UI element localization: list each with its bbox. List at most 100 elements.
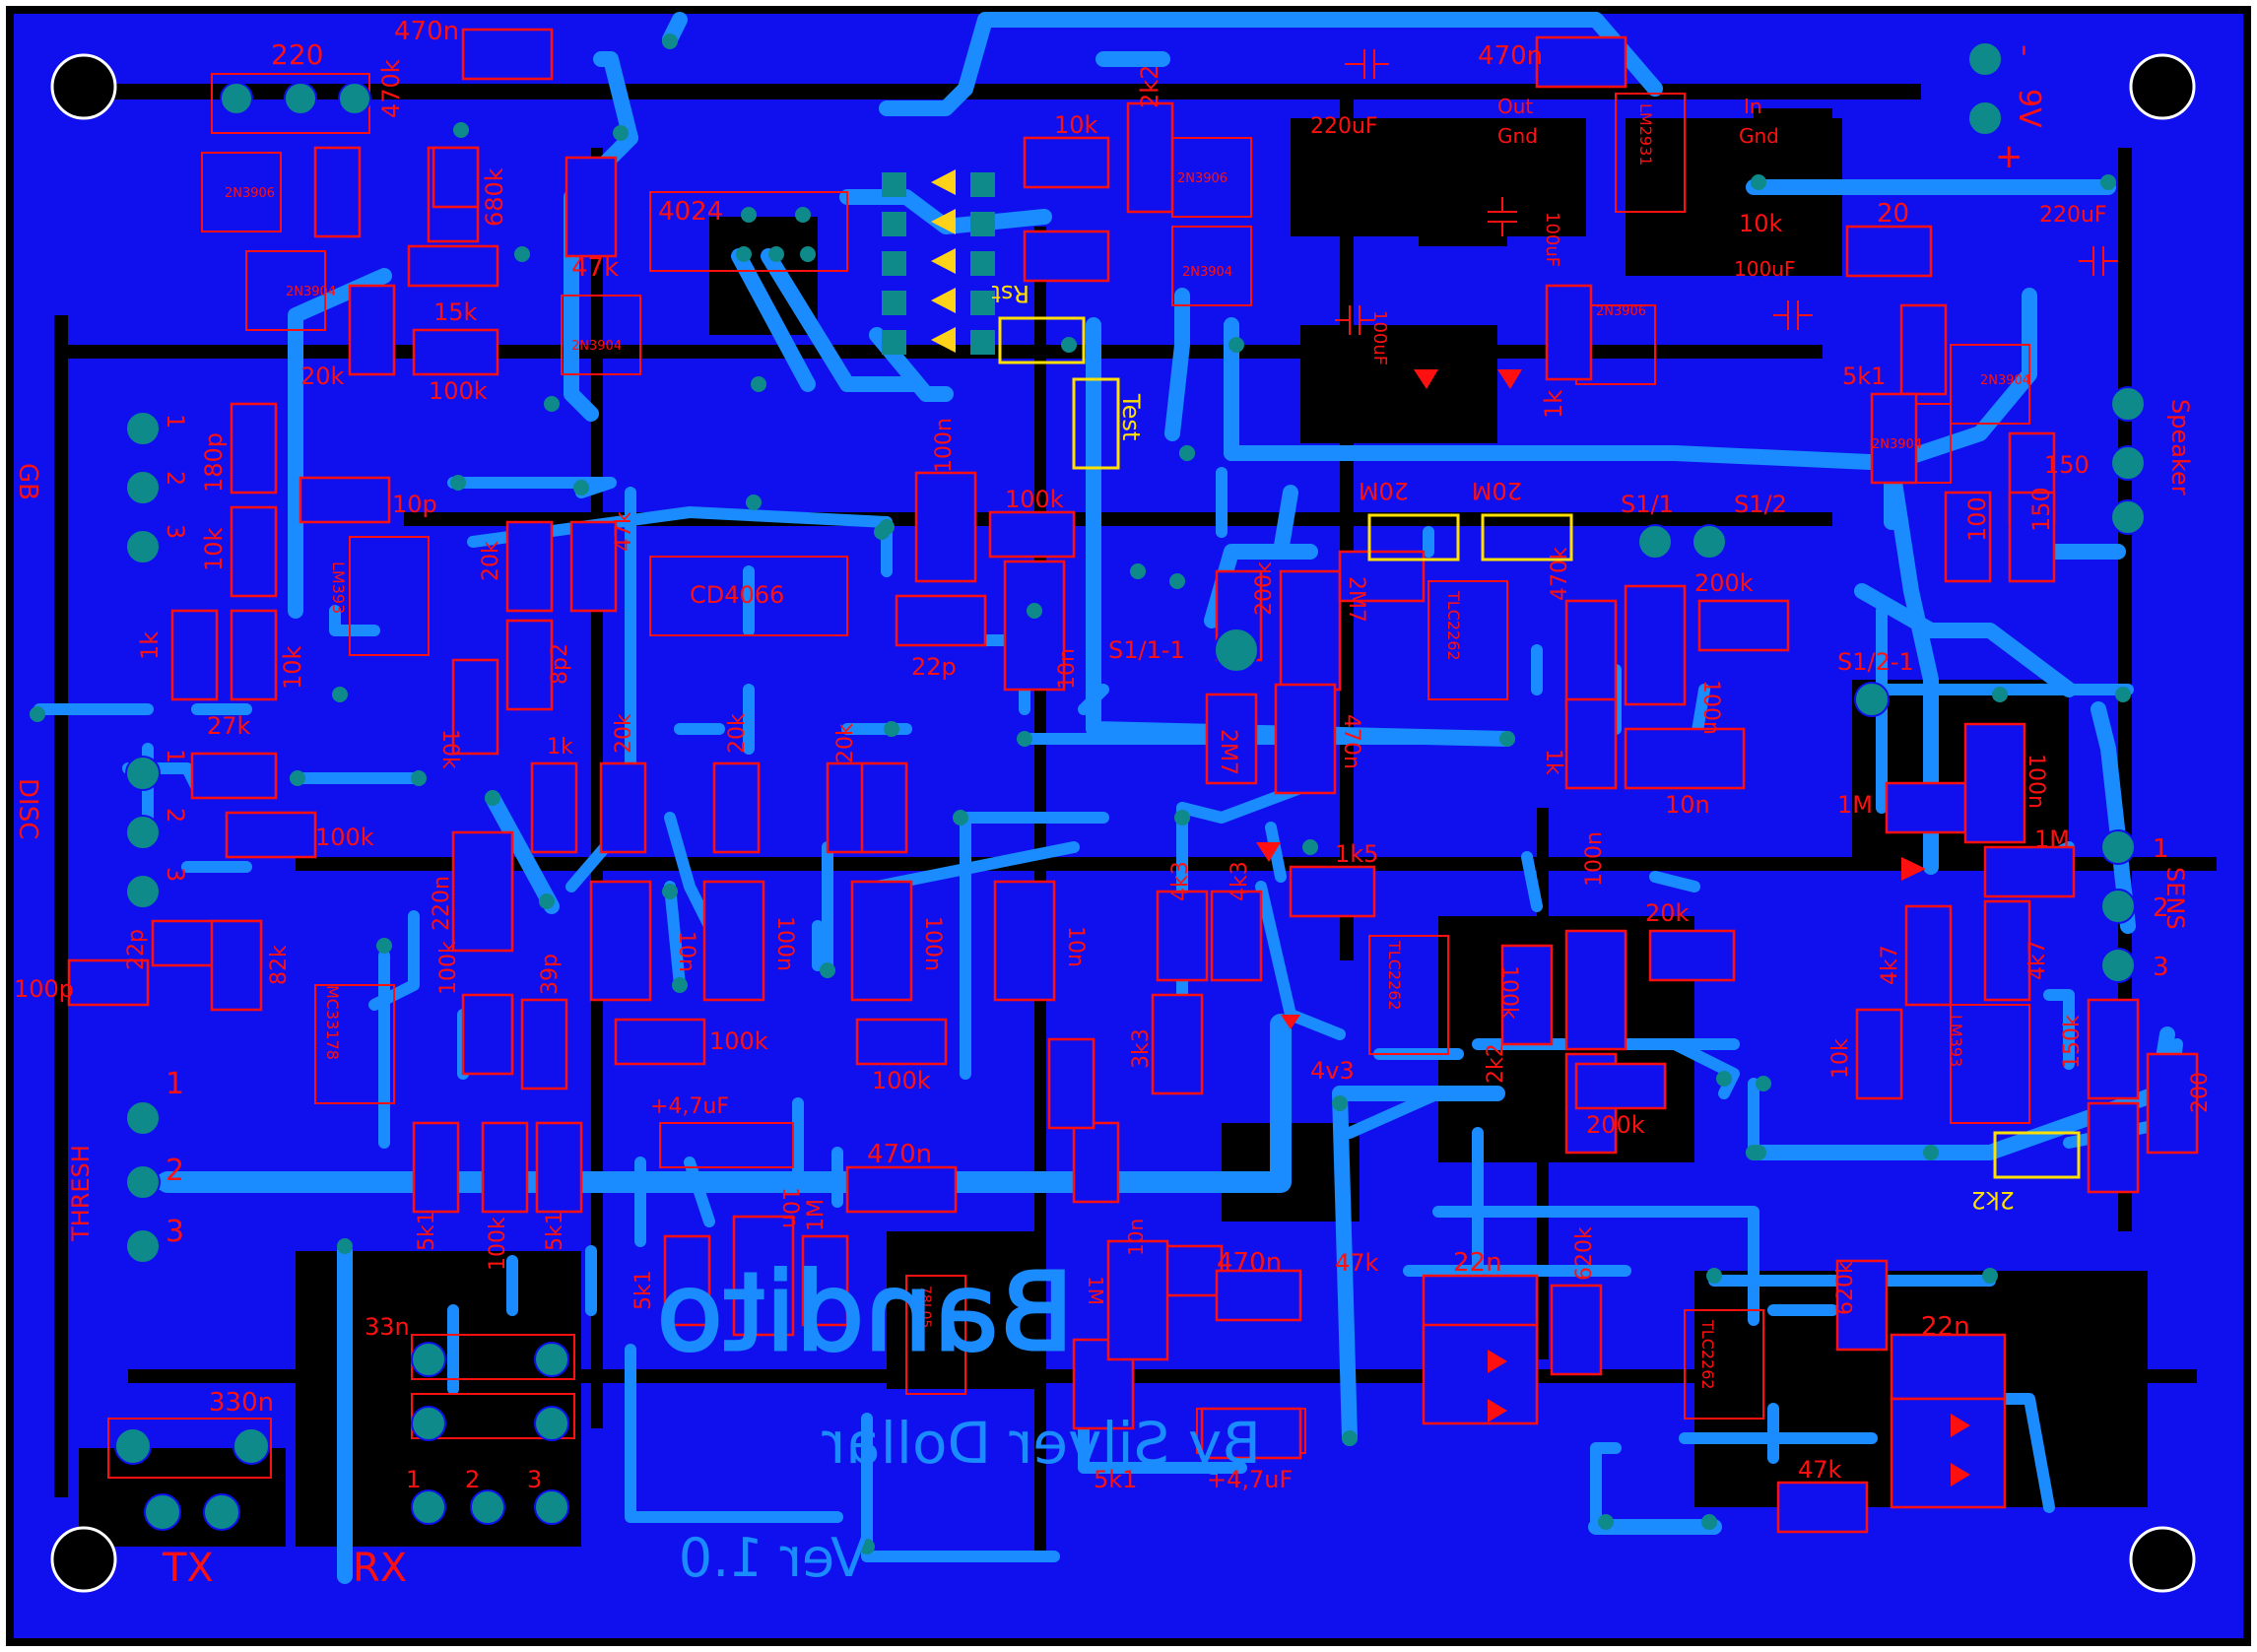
part-label: 470k bbox=[1548, 547, 1572, 601]
pin-label: 1 bbox=[162, 414, 189, 429]
part-label: 4k7 bbox=[1878, 945, 1902, 985]
part-label: 10k bbox=[200, 527, 228, 571]
part-label: 100k bbox=[1005, 486, 1064, 513]
part-label: 3k3 bbox=[1129, 1028, 1154, 1069]
part-label: 33n bbox=[365, 1313, 410, 1341]
ic-label: LM2931 bbox=[1636, 103, 1655, 165]
part-label: 20M bbox=[1359, 477, 1409, 504]
part-label: 39p bbox=[538, 954, 563, 995]
part-label: 4k3 bbox=[1228, 861, 1252, 901]
part-label: 100n bbox=[1582, 831, 1607, 887]
pin-label: 3 bbox=[2153, 953, 2169, 982]
speaker-label: Speaker bbox=[2166, 399, 2194, 496]
part-label: 100k bbox=[709, 1027, 768, 1055]
rst-label: Rst bbox=[991, 280, 1029, 307]
part-label: 22n bbox=[1453, 1248, 1502, 1278]
part-label: 20k bbox=[1645, 899, 1690, 927]
part-label: 20k bbox=[612, 713, 636, 754]
part-label: 220uF bbox=[1310, 114, 1378, 139]
s11-label: S1/1 bbox=[1621, 491, 1674, 518]
part-label: 82k bbox=[267, 945, 292, 985]
pin-label: 2 bbox=[162, 808, 189, 823]
part-label: 1k bbox=[136, 631, 164, 660]
transistor-label: 2N3904 bbox=[286, 285, 336, 299]
part-label: 2M7 bbox=[1216, 729, 1240, 775]
part-label: 100uF bbox=[1542, 212, 1562, 267]
transistor-label: 2N3904 bbox=[1980, 373, 2030, 388]
part-label: 470n bbox=[1339, 714, 1363, 769]
part-label: 47k bbox=[612, 511, 636, 552]
part-label: 10k bbox=[1828, 1038, 1853, 1079]
part-label: 5k1 bbox=[1094, 1466, 1137, 1493]
ic-outlines bbox=[314, 93, 2030, 1420]
transistor-label: 2N3906 bbox=[1177, 171, 1228, 186]
pin-label: 2 bbox=[2153, 893, 2169, 923]
transistor-label: 2N3906 bbox=[225, 186, 275, 201]
part-label: 100k bbox=[872, 1067, 931, 1094]
ic-label: TLC2262 bbox=[1385, 940, 1404, 1011]
part-label: 10k bbox=[279, 645, 306, 690]
ic-label: MC33178 bbox=[323, 985, 342, 1060]
part-label: 150 bbox=[2027, 487, 2055, 532]
part-label: 47k bbox=[1798, 1456, 1842, 1484]
part-label: 4k7 bbox=[2025, 940, 2050, 980]
gnd-label: Gnd bbox=[1497, 124, 1538, 148]
part-label: 20k bbox=[725, 713, 750, 754]
ic-label: CD4066 bbox=[690, 581, 784, 609]
part-label: 620k bbox=[1833, 1261, 1858, 1315]
board-version-text: Ver 1.0 bbox=[679, 1527, 867, 1589]
part-label: 10k bbox=[437, 729, 462, 769]
part-label: 100n bbox=[920, 916, 945, 971]
part-label: 1k bbox=[547, 735, 573, 760]
part-label: 100p bbox=[14, 975, 74, 1003]
part-label: 22n bbox=[1921, 1312, 1970, 1342]
pin-label: 1 bbox=[406, 1466, 421, 1493]
part-label: 2k2 bbox=[1136, 65, 1163, 108]
part-label: 470n bbox=[394, 17, 459, 46]
part-label: 1M bbox=[1084, 1276, 1107, 1305]
part-label: 100uF bbox=[1734, 257, 1795, 281]
part-label: 1k5 bbox=[1335, 840, 1378, 868]
pin-label: 2 bbox=[166, 1154, 184, 1188]
electrolytic-caps bbox=[1335, 49, 2118, 335]
test-label: Test bbox=[1117, 393, 1145, 440]
sens-label: SENS bbox=[2161, 867, 2189, 930]
part-label: 680k bbox=[481, 167, 508, 227]
s12-label: S1/2 bbox=[1734, 491, 1787, 518]
part-label: 470k bbox=[377, 59, 405, 118]
part-label: 100n bbox=[932, 418, 957, 473]
part-label: 100n bbox=[772, 916, 797, 971]
part-label: 1M bbox=[1837, 791, 1873, 819]
part-label: 100k bbox=[315, 824, 374, 851]
part-label: 20 bbox=[1877, 199, 1909, 229]
part-label: 2M7 bbox=[1344, 576, 1368, 623]
part-label: 200k bbox=[1586, 1111, 1645, 1139]
part-label: 180p bbox=[200, 432, 228, 493]
ic-label: TLC2262 bbox=[1444, 590, 1463, 661]
smd-pads bbox=[67, 28, 2199, 1534]
part-label: 47k bbox=[571, 253, 619, 283]
ic-label: 78L05 bbox=[917, 1286, 933, 1328]
part-label: 10p bbox=[392, 491, 437, 518]
ic-label: TLC2262 bbox=[1698, 1319, 1717, 1390]
v43-label: 4v3 bbox=[1310, 1057, 1355, 1085]
ic-label: 4024 bbox=[658, 197, 723, 227]
part-label: 5k1 bbox=[543, 1211, 567, 1251]
part-label: 20k bbox=[300, 363, 345, 390]
part-label: 20k bbox=[833, 723, 858, 763]
part-label: 10n bbox=[1063, 926, 1088, 967]
part-label: 10n bbox=[777, 1187, 802, 1228]
pin-label: 2 bbox=[465, 1466, 480, 1493]
part-label: 1k bbox=[1541, 749, 1565, 775]
transistor-label: 2N3906 bbox=[1596, 304, 1646, 319]
ic-label: LM393 bbox=[329, 562, 348, 614]
part-label: 20k bbox=[479, 541, 503, 581]
led-array bbox=[931, 169, 956, 353]
part-label: 100k bbox=[436, 941, 461, 995]
part-label: 10n bbox=[674, 931, 698, 972]
s111-label: S1/1-1 bbox=[1108, 636, 1185, 664]
part-label: 100n bbox=[1698, 680, 1723, 735]
part-label: 5k1 bbox=[415, 1211, 439, 1251]
through-hole-pads bbox=[114, 41, 2146, 1531]
